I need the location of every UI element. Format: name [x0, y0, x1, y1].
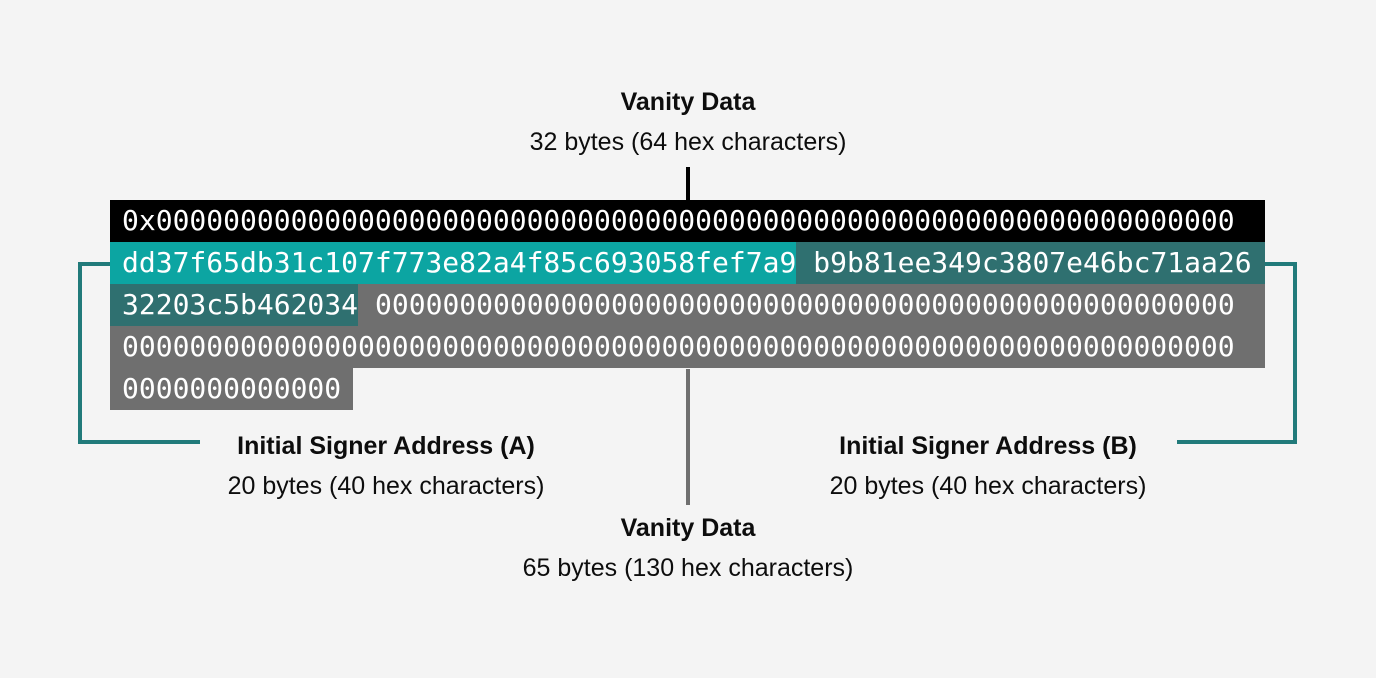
- signer-a-annotation: Initial Signer Address (A) 20 bytes (40 …: [186, 426, 586, 506]
- top-vanity-subtitle: 32 bytes (64 hex characters): [529, 128, 847, 156]
- bracket-b-vertical-segment: [1293, 262, 1297, 444]
- signer-a-subtitle: 20 bytes (40 hex characters): [227, 472, 545, 500]
- hex-bytes-block: 0x00000000000000000000000000000000000000…: [110, 200, 1265, 410]
- bracket-a-bottom-segment: [78, 440, 200, 444]
- zeros-row4-text: 0000000000000000000000000000000000000000…: [122, 330, 1235, 363]
- hex-row-signers-1: dd37f65db31c107f773e82a4f85c693058fef7a9…: [110, 242, 1265, 284]
- zeros-row5-text: 0000000000000: [122, 372, 342, 405]
- top-vanity-annotation: Vanity Data 32 bytes (64 hex characters): [438, 82, 938, 162]
- bracket-a-top-segment: [78, 262, 110, 266]
- signer-a-segment: dd37f65db31c107f773e82a4f85c693058fef7a9: [110, 242, 797, 284]
- top-vanity-title: Vanity Data: [620, 88, 756, 116]
- signer-b-subtitle: 20 bytes (40 hex characters): [829, 472, 1147, 500]
- signer-b-segment-part2: 32203c5b462034: [110, 284, 359, 326]
- bottom-vanity-annotation: Vanity Data 65 bytes (130 hex characters…: [438, 508, 938, 588]
- bottom-vanity-subtitle: 65 bytes (130 hex characters): [522, 554, 854, 582]
- zeros-row3-text: 0000000000000000000000000000000000000000…: [375, 288, 1235, 321]
- segment-gap: [796, 242, 813, 284]
- bottom-vanity-title: Vanity Data: [620, 514, 756, 542]
- bracket-a-vertical-segment: [78, 262, 82, 444]
- signer-b-title: Initial Signer Address (B): [839, 432, 1137, 460]
- signer-b-annotation: Initial Signer Address (B) 20 bytes (40 …: [788, 426, 1188, 506]
- bracket-b-bottom-segment: [1177, 440, 1297, 444]
- segment-gap: [358, 284, 375, 326]
- hex-row-zeros-tail: 0000000000000: [110, 368, 354, 410]
- hex-row-zeros-full: 0000000000000000000000000000000000000000…: [110, 326, 1265, 368]
- bracket-b-top-segment: [1265, 262, 1297, 266]
- signer-a-title: Initial Signer Address (A): [237, 432, 535, 460]
- top-connector-line: [686, 167, 690, 200]
- signer-b-segment-part1: b9b81ee349c3807e46bc71aa26: [813, 246, 1252, 279]
- hex-row-vanity-32: 0x00000000000000000000000000000000000000…: [110, 200, 1265, 242]
- hex-vanity-32-text: 0x00000000000000000000000000000000000000…: [122, 204, 1235, 237]
- bottom-connector-line: [686, 369, 690, 505]
- hex-row-signers-2: 32203c5b462034 00000000000000000000000000…: [110, 284, 1265, 326]
